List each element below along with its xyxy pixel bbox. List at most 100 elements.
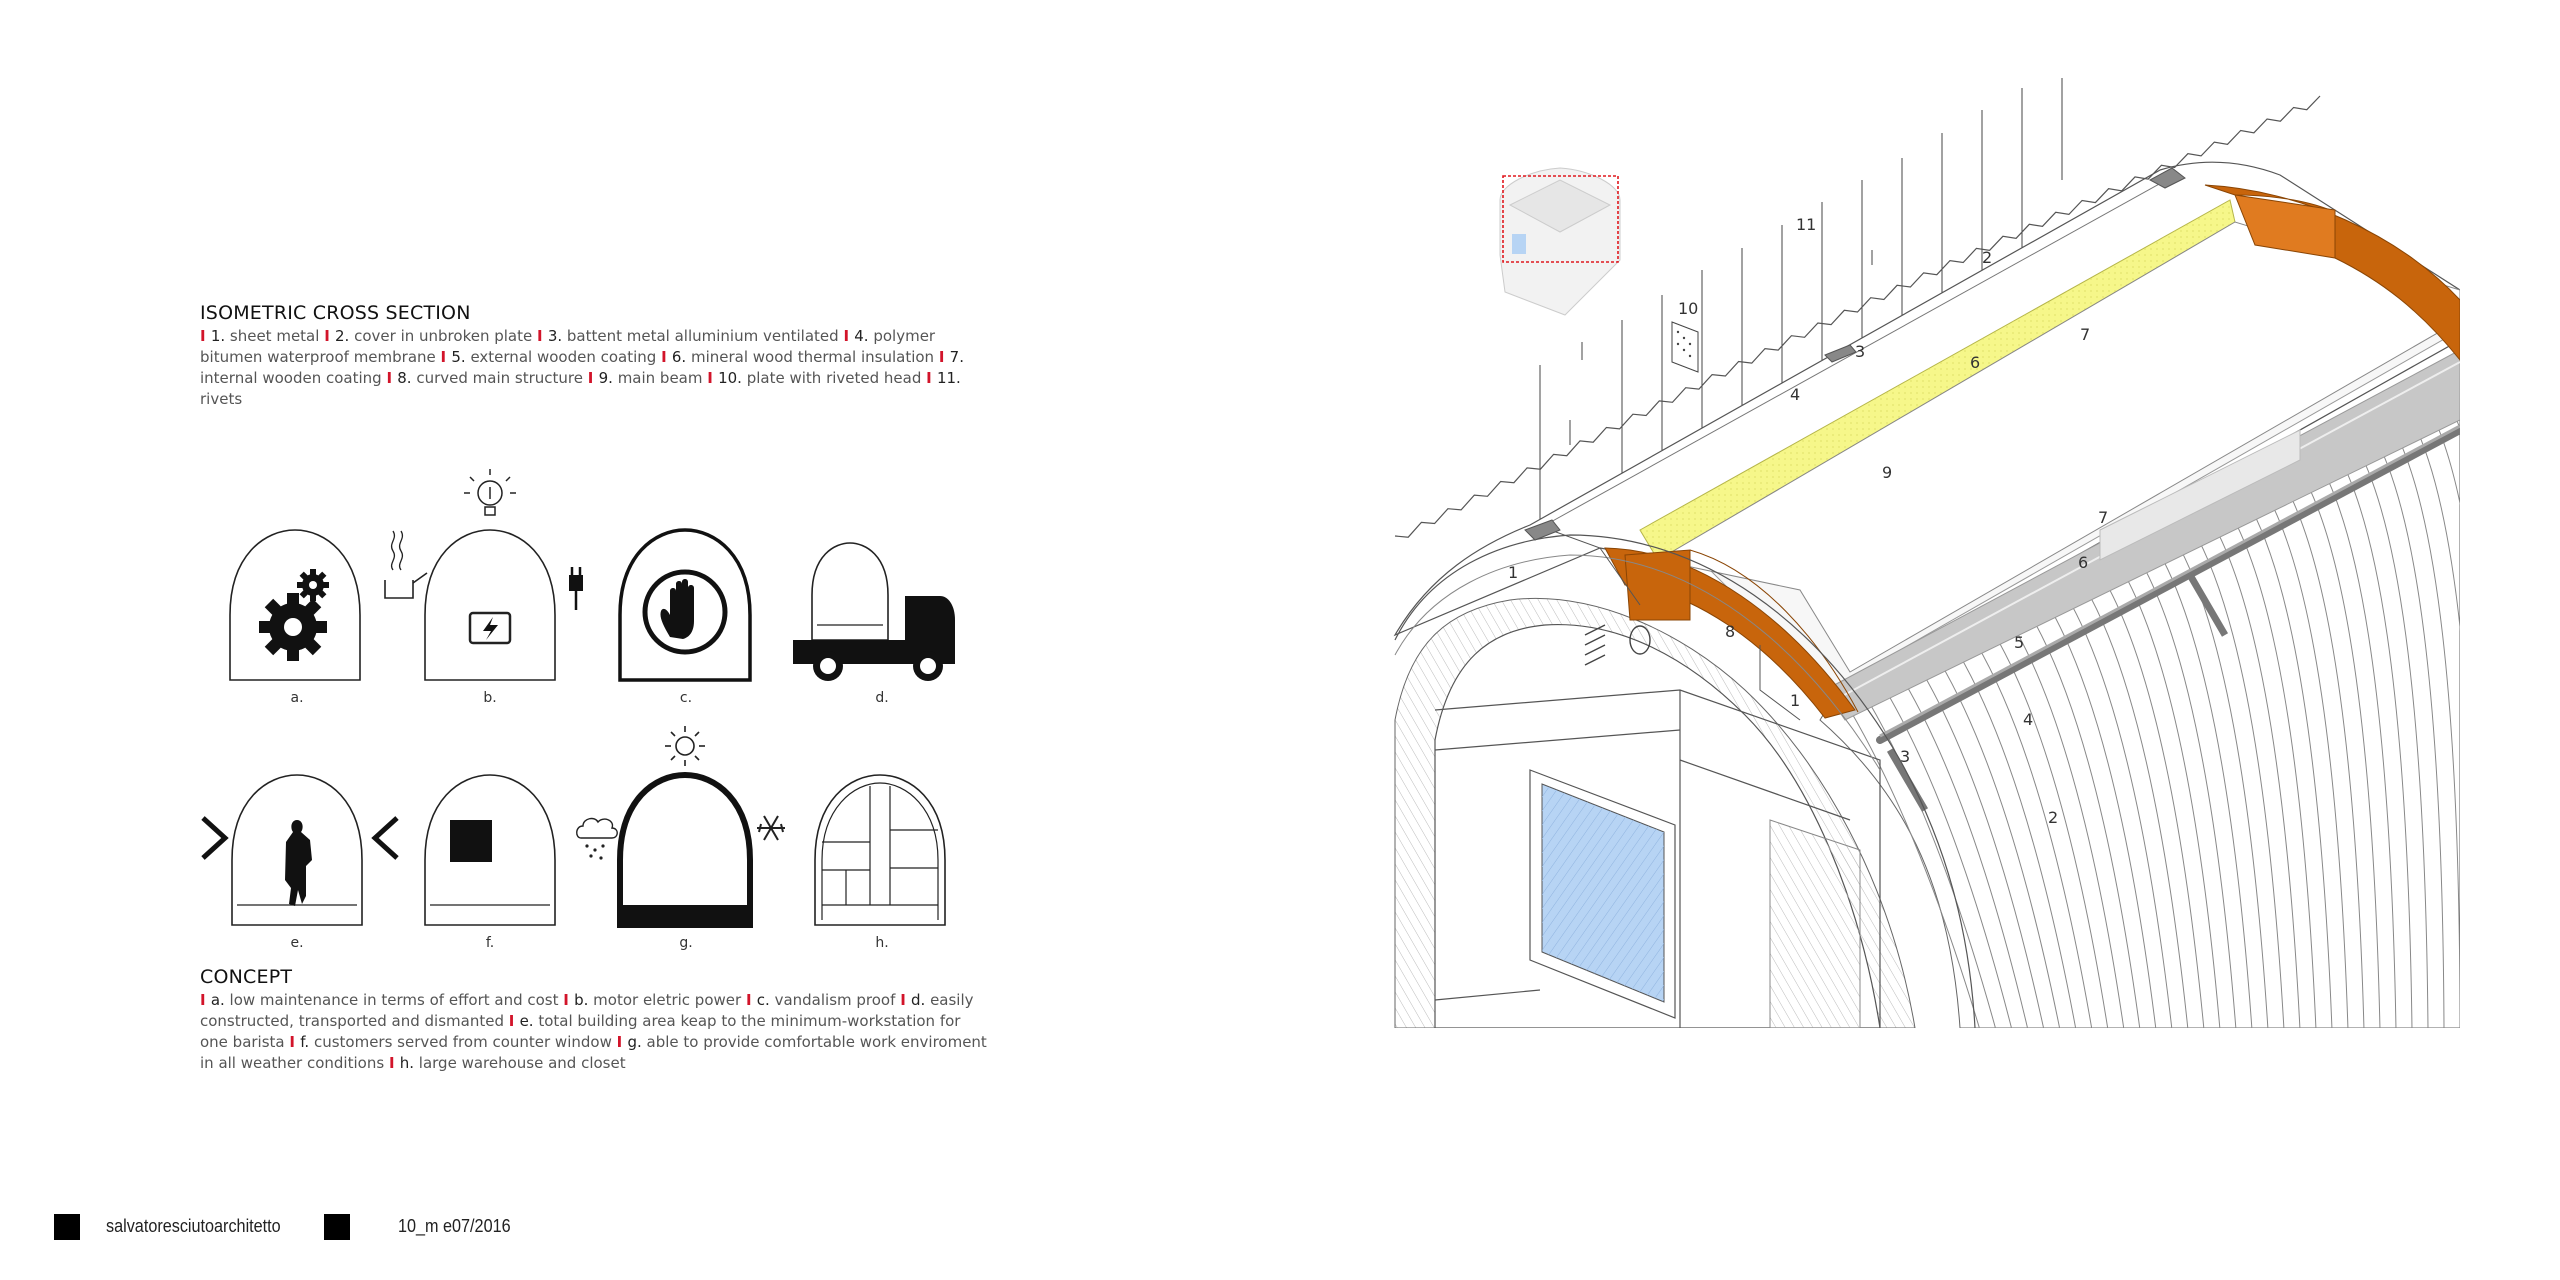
diagram-label: 6: [1970, 353, 1980, 372]
diagram-label: 4: [1790, 385, 1800, 404]
concept-item-text: vandalism proof: [774, 991, 896, 1009]
concept-item-number: h.: [399, 1054, 419, 1072]
separator-mark: I: [900, 991, 911, 1009]
diagram-label: 7: [2098, 508, 2108, 527]
hand-stop-icon: [618, 528, 752, 682]
separator-mark: I: [563, 991, 575, 1009]
concept-item-number: g.: [627, 1033, 647, 1051]
concept-item-text: customers served from counter window: [313, 1033, 612, 1051]
caption-e: e.: [290, 935, 304, 951]
concept-item-text: motor eletric power: [593, 991, 742, 1009]
section-item-number: 4.: [854, 327, 874, 345]
section-item-number: 5.: [451, 348, 471, 366]
wood-arch-front: [1604, 547, 1859, 719]
rivet-lines: [1539, 78, 2063, 520]
footer-code: 10_m e07/2016: [398, 1216, 511, 1236]
diagram-label: 6: [2078, 553, 2088, 572]
footer-square-right: [324, 1214, 350, 1240]
diagram-label: 3: [1855, 342, 1865, 361]
separator-mark: I: [745, 991, 757, 1009]
diagram-label: 8: [1725, 622, 1735, 641]
concept-title: CONCEPT: [200, 966, 293, 988]
concept-legend: I a. low maintenance in terms of effort …: [200, 990, 990, 1074]
section-item-number: 7.: [949, 348, 964, 366]
rib-line: [2389, 421, 2460, 1028]
window: [1529, 769, 1676, 1019]
separator-mark: I: [587, 369, 599, 387]
outer-curved-skin: [1819, 389, 2460, 1028]
section-item-text: main beam: [617, 369, 703, 387]
section-item-text: mineral wood thermal insulation: [690, 348, 935, 366]
shelves-icon: [814, 774, 946, 926]
separator-mark: I: [926, 369, 937, 387]
diagram-label: 2: [2048, 808, 2058, 827]
concept-item-text: able to provide comfortable work envirom…: [200, 1033, 987, 1072]
separator-mark: I: [440, 348, 452, 366]
separator-mark: I: [289, 1033, 301, 1051]
caption-b: b.: [483, 690, 497, 706]
truck-icon: [793, 542, 955, 681]
section-item-text: internal wooden coating: [200, 369, 382, 387]
section-item-number: 11.: [936, 369, 961, 387]
diagram-label: 10: [1678, 299, 1698, 318]
section-item-text: external wooden coating: [470, 348, 657, 366]
section-item-text: sheet metal: [229, 327, 320, 345]
rib-line: [2353, 440, 2429, 1028]
caption-f: f.: [485, 935, 495, 951]
rib-line: [2335, 450, 2413, 1028]
footer-square-left: [54, 1214, 80, 1240]
wood-arch-back: [2204, 184, 2460, 361]
concept-item-number: f.: [300, 1033, 314, 1051]
separator-mark: I: [200, 991, 211, 1009]
separator-mark: I: [537, 327, 548, 345]
section-item-number: 1.: [210, 327, 230, 345]
caption-a: a.: [290, 690, 304, 706]
section-item-number: 6.: [671, 348, 691, 366]
rib-line: [2407, 412, 2460, 632]
person-icon: [201, 774, 399, 926]
section-item-text: plate with riveted head: [746, 369, 922, 387]
section-item-text: cover in unbroken plate: [354, 327, 533, 345]
diagram-label: 1: [1508, 563, 1518, 582]
section-item-number: 2.: [335, 327, 355, 345]
separator-mark: I: [707, 369, 719, 387]
section-item-number: 10.: [718, 369, 747, 387]
separator-mark: I: [938, 348, 950, 366]
section-item-number: 3.: [547, 327, 567, 345]
separator-mark: I: [386, 369, 398, 387]
caption-h: h.: [875, 935, 889, 951]
counter-window-icon: [424, 774, 556, 926]
concept-item-text: large warehouse and closet: [418, 1054, 626, 1072]
separator-mark: I: [508, 1012, 520, 1030]
weather-icon: [576, 726, 785, 928]
section-item-text: rivets: [200, 390, 243, 408]
gears-icon: [229, 529, 361, 681]
section-title: ISOMETRIC CROSS SECTION: [200, 302, 471, 324]
diagram-label: 11: [1796, 215, 1816, 234]
section-item-text: battent metal alluminium ventilated: [566, 327, 839, 345]
footer-author: salvatoresciutoarchitetto: [106, 1216, 281, 1236]
caption-g: g.: [679, 935, 693, 951]
separator-mark: I: [661, 348, 672, 366]
diagram-label: 4: [2023, 710, 2033, 729]
separator-mark: I: [616, 1033, 628, 1051]
power-icon: [384, 469, 583, 681]
section-legend: I 1. sheet metal I 2. cover in unbroken …: [200, 326, 990, 410]
caption-d: d.: [875, 690, 889, 706]
section-item-number: 8.: [397, 369, 417, 387]
concept-item-text: low maintenance in terms of effort and c…: [229, 991, 559, 1009]
section-item-number: 9.: [598, 369, 618, 387]
concept-item-text: total building area keap to the minimum-…: [200, 1012, 961, 1051]
concept-item-number: c.: [756, 991, 775, 1009]
separator-mark: I: [843, 327, 855, 345]
diagram-label: 7: [2080, 325, 2090, 344]
concept-item-text: easily constructed, transported and dism…: [200, 991, 974, 1030]
rib-line: [2371, 431, 2445, 1028]
diagram-label: 5: [2014, 633, 2024, 652]
diagram-label: 3: [1900, 747, 1910, 766]
concept-item-number: a.: [210, 991, 230, 1009]
separator-mark: I: [200, 327, 211, 345]
concept-item-number: e.: [519, 1012, 539, 1030]
